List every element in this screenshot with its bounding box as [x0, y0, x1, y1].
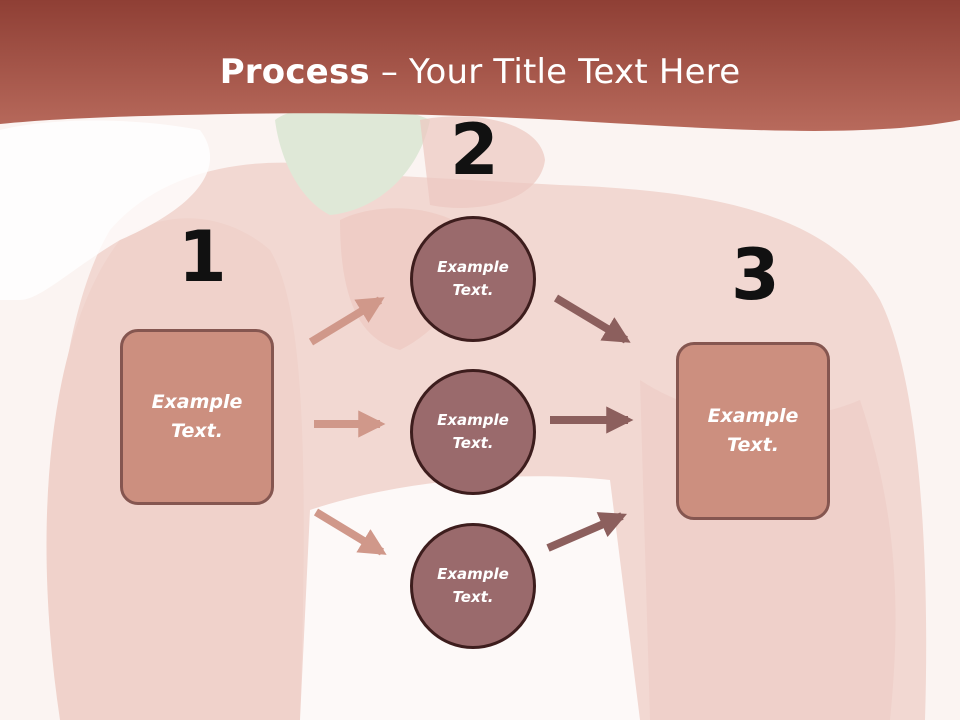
step-number-3: 3	[731, 234, 780, 316]
arrow-1-to-top	[308, 296, 385, 346]
step-1-box: Example Text.	[120, 329, 274, 505]
step-3-box-label: Example Text.	[707, 405, 799, 456]
arrow-bottom-to-3	[546, 512, 627, 552]
arrow-1-to-bottom	[313, 508, 387, 556]
step-2-circle-middle: Example Text.	[410, 369, 536, 495]
header-band	[0, 0, 960, 131]
step-number-2: 2	[450, 109, 499, 191]
title-bold: Process	[219, 52, 370, 92]
step-2-circle-bottom: Example Text.	[410, 523, 536, 649]
arrow-top-to-3	[553, 294, 631, 344]
circle-bottom-label: Example Text.	[437, 565, 509, 606]
title-rest: – Your Title Text Here	[369, 52, 741, 92]
circle-top-label: Example Text.	[437, 258, 509, 299]
circle-middle-label: Example Text.	[437, 411, 509, 452]
step-number-1: 1	[178, 216, 227, 298]
page-title: Process – Your Title Text Here	[0, 52, 960, 92]
step-2-circle-top: Example Text.	[410, 216, 536, 342]
step-1-box-label: Example Text.	[151, 391, 243, 442]
step-3-box: Example Text.	[676, 342, 830, 520]
